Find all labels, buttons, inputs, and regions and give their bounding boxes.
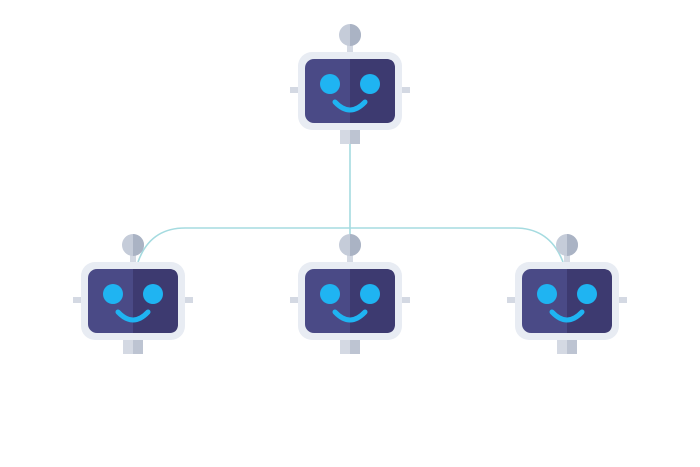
ear-right-icon xyxy=(402,297,410,303)
ear-right-icon xyxy=(185,297,193,303)
face-screen xyxy=(88,269,178,333)
ear-right-icon xyxy=(402,87,410,93)
eye-left-icon xyxy=(537,284,557,304)
smile-icon xyxy=(332,309,368,323)
bot-root xyxy=(290,22,410,152)
antenna-icon xyxy=(339,24,361,54)
smile-icon xyxy=(549,309,585,323)
antenna-icon xyxy=(556,234,578,264)
antenna-icon xyxy=(122,234,144,264)
smile-icon xyxy=(115,309,151,323)
bot-right xyxy=(507,232,627,362)
bot-center xyxy=(290,232,410,362)
face-screen xyxy=(305,269,395,333)
eye-right-icon xyxy=(360,74,380,94)
eye-left-icon xyxy=(103,284,123,304)
ear-left-icon xyxy=(290,87,298,93)
ear-left-icon xyxy=(290,297,298,303)
eye-right-icon xyxy=(577,284,597,304)
eye-left-icon xyxy=(320,74,340,94)
smile-icon xyxy=(332,99,368,113)
ear-left-icon xyxy=(507,297,515,303)
face-screen xyxy=(522,269,612,333)
neck-icon xyxy=(340,130,360,144)
antenna-icon xyxy=(339,234,361,264)
connector-horizontal xyxy=(137,227,564,263)
neck-icon xyxy=(340,340,360,354)
eye-left-icon xyxy=(320,284,340,304)
ear-left-icon xyxy=(73,297,81,303)
eye-right-icon xyxy=(360,284,380,304)
neck-icon xyxy=(557,340,577,354)
ear-right-icon xyxy=(619,297,627,303)
bot-left xyxy=(73,232,193,362)
eye-right-icon xyxy=(143,284,163,304)
face-screen xyxy=(305,59,395,123)
neck-icon xyxy=(123,340,143,354)
